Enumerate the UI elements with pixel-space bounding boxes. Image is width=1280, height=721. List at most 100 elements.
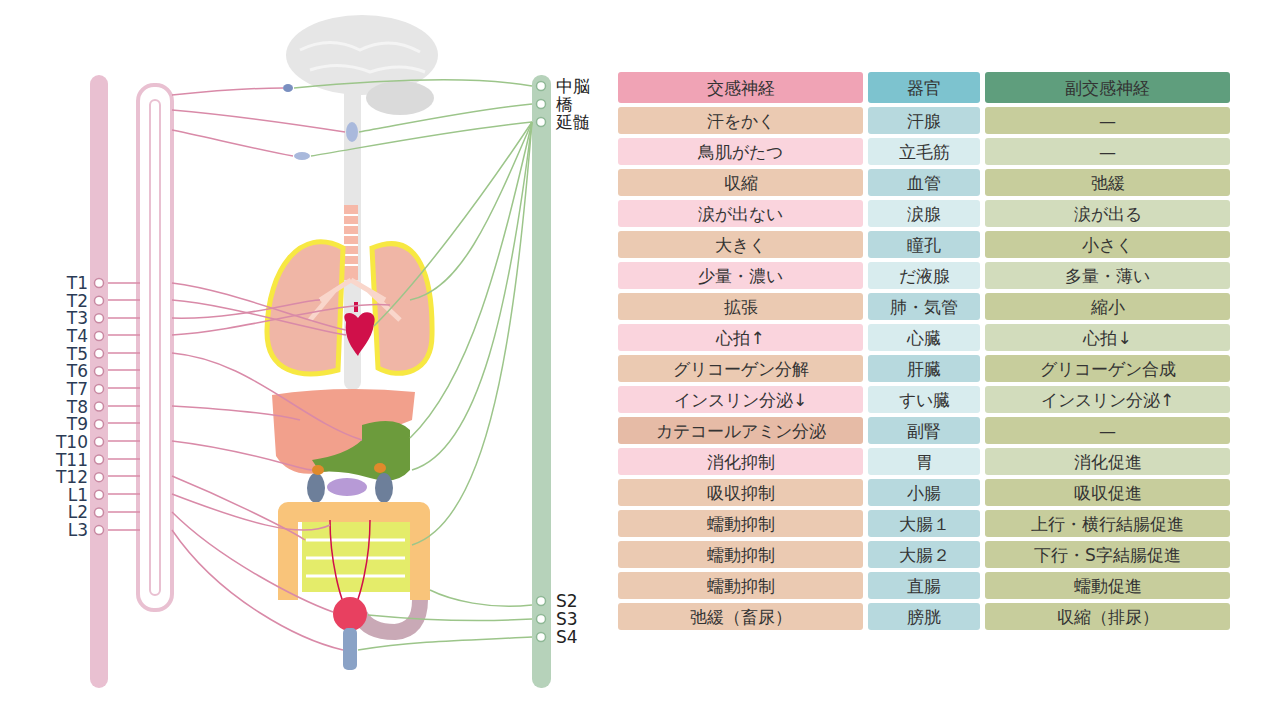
cell-text: 大腸１ <box>899 514 950 534</box>
cell-text: 下行・S字結腸促進 <box>1034 545 1181 565</box>
table-cell: 小さく <box>985 231 1230 258</box>
cell-text: 拡張 <box>724 297 758 317</box>
table-cell: 肺・気管 <box>868 293 980 320</box>
illustration-part <box>343 628 357 670</box>
table-cell: 心臓 <box>868 324 980 351</box>
header-text: 交感神経 <box>707 78 775 98</box>
cell-text: — <box>1099 142 1116 162</box>
illustration-part <box>412 122 532 545</box>
level-dots <box>95 82 546 642</box>
cell-text: グリコーゲン分解 <box>673 359 809 379</box>
cell-text: 大腸２ <box>899 545 950 565</box>
illustration-part <box>172 88 283 95</box>
cell-text: グリコーゲン合成 <box>1040 359 1176 379</box>
cell-text: 涙が出ない <box>698 204 783 224</box>
illustration-part <box>172 512 333 612</box>
nerve-origin: S2 <box>556 590 578 612</box>
illustration-part <box>327 478 367 496</box>
level-dot <box>95 402 104 411</box>
illustration-part <box>344 215 358 265</box>
cell-text: 胃 <box>916 452 933 472</box>
cell-text: 縮小 <box>1091 297 1125 317</box>
table-cell: 収縮（排尿） <box>985 603 1230 630</box>
illustration-part <box>172 130 293 156</box>
nerve-origin: 延髄 <box>556 111 590 133</box>
table-cell: 汗をかく <box>618 107 863 134</box>
illustration-part <box>172 110 345 132</box>
table-cell: 副腎 <box>868 417 980 444</box>
cell-text: カテコールアミン分泌 <box>656 421 826 441</box>
table-cell: 蠕動抑制 <box>618 541 863 568</box>
table-cell: 拡張 <box>618 293 863 320</box>
level-dot <box>537 615 546 624</box>
illustration-part <box>312 421 410 481</box>
illustration-part <box>300 43 425 73</box>
illustration-part <box>374 122 532 326</box>
cell-text: 汗をかく <box>707 111 775 131</box>
table-cell: 大きく <box>618 231 863 258</box>
level-dot <box>537 633 546 642</box>
table-cell: 少量・濃い <box>618 262 863 289</box>
cell-text: 吸収促進 <box>1074 483 1142 503</box>
table-cell: — <box>985 107 1230 134</box>
illustration-part <box>430 590 532 606</box>
level-dot <box>95 420 104 429</box>
illustration-part <box>333 597 367 631</box>
cell-text: 蠕動抑制 <box>707 514 775 534</box>
cell-text: 蠕動抑制 <box>707 545 775 565</box>
illustration-part <box>172 406 300 420</box>
cell-text: 心拍↓ <box>1083 328 1131 348</box>
table-cell: 弛緩 <box>985 169 1230 196</box>
illustration-part <box>294 152 310 160</box>
cell-text: 少量・濃い <box>698 266 783 286</box>
level-dot <box>95 526 104 535</box>
cell-text: だ液腺 <box>899 266 950 286</box>
table-cell: 膀胱 <box>868 603 980 630</box>
table-cell: 胃 <box>868 448 980 475</box>
table-cell: — <box>985 138 1230 165</box>
nerve-origin: S3 <box>556 608 578 630</box>
cell-text: 涙腺 <box>907 204 941 224</box>
cell-text: 副腎 <box>907 421 941 441</box>
illustration-part <box>368 615 532 620</box>
cell-text: 立毛筋 <box>899 142 950 162</box>
cell-text: 上行・横行結腸促進 <box>1031 514 1184 534</box>
cell-text: すい臓 <box>899 390 950 410</box>
illustration-part <box>172 530 343 650</box>
heart <box>344 312 374 356</box>
cell-text: 心拍↑ <box>716 328 764 348</box>
illustration-part <box>344 205 358 280</box>
level-dot <box>95 367 104 376</box>
level-dot <box>95 279 104 288</box>
illustration-part <box>312 465 324 475</box>
table-cell: だ液腺 <box>868 262 980 289</box>
cell-text: 消化抑制 <box>707 452 775 472</box>
cell-text: 弛緩（畜尿） <box>690 607 792 627</box>
cell-text: 小さく <box>1082 235 1133 255</box>
table-cell: グリコーゲン分解 <box>618 355 863 382</box>
table-header: 交感神経 <box>618 72 863 103</box>
table-cell: 鳥肌がたつ <box>618 138 863 165</box>
table-cell: すい臓 <box>868 386 980 413</box>
illustration-part <box>172 353 362 440</box>
illustration-part <box>267 242 343 374</box>
level-dot <box>95 331 104 340</box>
table-cell: 肝臓 <box>868 355 980 382</box>
spine-level: L3 <box>30 519 88 541</box>
illustration-part <box>366 81 434 115</box>
table-cell: 小腸 <box>868 479 980 506</box>
illustration-part <box>410 122 532 438</box>
table-cell: 心拍↑ <box>618 324 863 351</box>
cell-text: 心臓 <box>907 328 941 348</box>
table-cell: 瞳孔 <box>868 231 980 258</box>
illustration-part <box>354 302 358 312</box>
cell-text: — <box>1099 421 1116 441</box>
parasympathetic-nerves <box>294 80 532 650</box>
table-cell: 蠕動抑制 <box>618 510 863 537</box>
illustration-part <box>150 100 160 595</box>
sympathetic-nerves <box>108 88 390 650</box>
table-cell: 涙が出ない <box>618 200 863 227</box>
table-cell: グリコーゲン合成 <box>985 355 1230 382</box>
cell-text: 鳥肌がたつ <box>698 142 783 162</box>
